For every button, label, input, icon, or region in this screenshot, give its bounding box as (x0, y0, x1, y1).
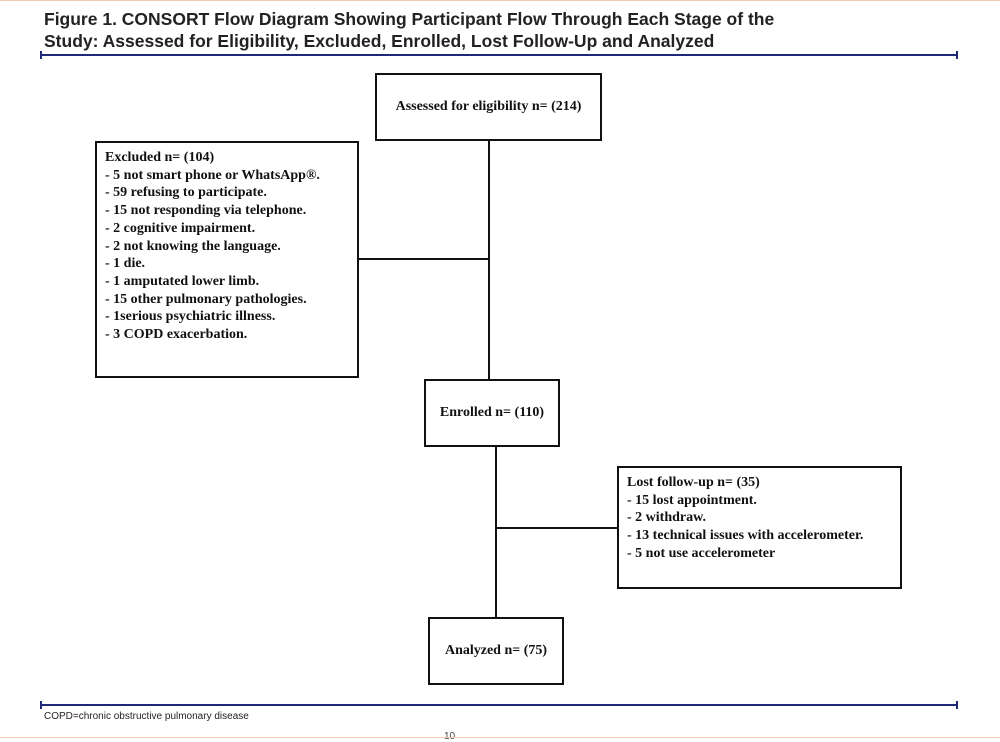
figure-title-line-1: Figure 1. CONSORT Flow Diagram Showing P… (44, 9, 775, 29)
enrolled-box: Enrolled n= (110) (424, 379, 560, 447)
connector-enrolled-to-analyzed (495, 446, 497, 618)
excluded-item: - 2 not knowing the language. (105, 238, 281, 254)
analyzed-box: Analyzed n= (75) (428, 617, 564, 685)
figure-title: Figure 1. CONSORT Flow Diagram Showing P… (44, 8, 954, 52)
lost-followup-heading: Lost follow-up n= (35) (627, 475, 760, 490)
connector-assessed-to-enrolled (488, 140, 490, 380)
assessed-box: Assessed for eligibility n= (214) (375, 73, 602, 141)
top-border (0, 0, 1000, 1)
footnote-divider (40, 701, 958, 709)
excluded-item: - 1 amputated lower limb. (105, 273, 260, 289)
excluded-item: - 1serious psychiatric illness. (105, 309, 276, 325)
page-number: 10 (444, 731, 455, 742)
excluded-item: - 3 COPD exacerbation. (105, 327, 248, 343)
figure-title-line-2: Study: Assessed for Eligibility, Exclude… (44, 31, 715, 51)
lost-followup-box: Lost follow-up n= (35) - 15 lost appoint… (617, 466, 902, 589)
lost-followup-item: - 13 technical issues with accelerometer… (627, 528, 864, 544)
excluded-item: - 15 other pulmonary pathologies. (105, 291, 307, 307)
lost-followup-item: - 2 withdraw. (627, 510, 706, 526)
analyzed-label: Analyzed n= (75) (444, 643, 548, 658)
title-divider (40, 51, 958, 59)
excluded-item: - 5 not smart phone or WhatsApp®. (105, 167, 320, 183)
excluded-heading: Excluded n= (104) (105, 150, 215, 165)
enrolled-label: Enrolled n= (110) (439, 405, 545, 420)
excluded-item: - 2 cognitive impairment. (105, 220, 256, 236)
assessed-label: Assessed for eligibility n= (214) (395, 99, 582, 114)
excluded-item: - 15 not responding via telephone. (105, 203, 307, 219)
excluded-item: - 1 die. (105, 256, 146, 272)
connector-to-lost-followup (496, 527, 618, 529)
footnote: COPD=chronic obstructive pulmonary disea… (44, 711, 249, 722)
excluded-item: - 59 refusing to participate. (105, 185, 267, 201)
excluded-box: Excluded n= (104) - 5 not smart phone or… (95, 141, 359, 378)
connector-to-excluded (358, 258, 489, 260)
lost-followup-item: - 15 lost appointment. (627, 492, 757, 508)
lost-followup-item: - 5 not use accelerometer (627, 545, 776, 561)
